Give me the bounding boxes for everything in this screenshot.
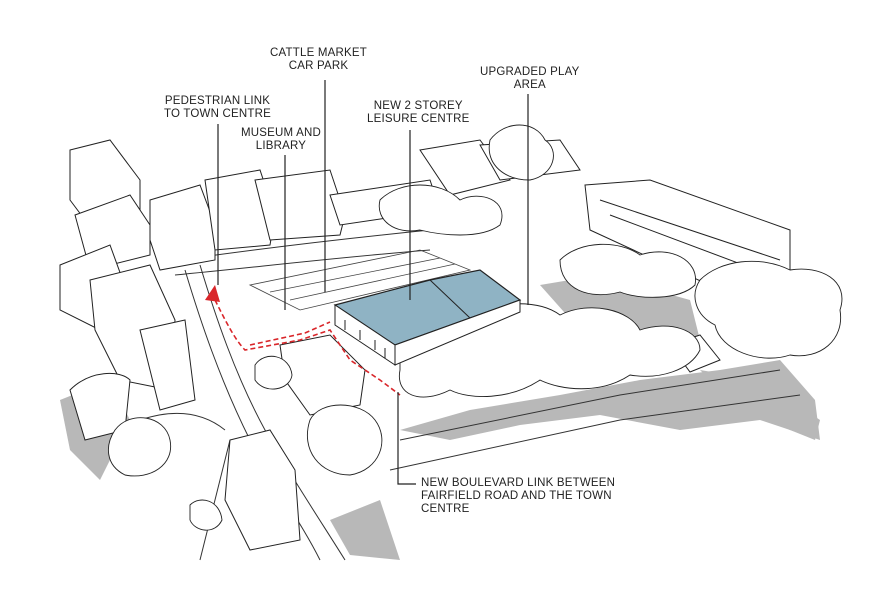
leisure-centre-label: NEW 2 STOREY LEISURE CENTRE <box>367 100 470 126</box>
label-line: CENTRE <box>421 503 470 515</box>
buildings <box>59 139 791 551</box>
label-line: UPGRADED PLAY <box>480 66 580 78</box>
label-line: FAIRFIELD ROAD AND THE TOWN <box>421 490 612 502</box>
label-line: LIBRARY <box>255 140 307 152</box>
label-line: LEISURE CENTRE <box>367 113 470 125</box>
label-line: NEW BOULEVARD LINK BETWEEN <box>421 477 616 489</box>
label-line: AREA <box>513 79 546 91</box>
boulevard-label: NEW BOULEVARD LINK BETWEEN FAIRFIELD ROA… <box>421 477 615 516</box>
leader-lines <box>217 80 529 485</box>
pedestrian-link-label: PEDESTRIAN LINK TO TOWN CENTRE <box>164 95 271 121</box>
play-area-label: UPGRADED PLAY AREA <box>480 66 580 92</box>
car-park <box>248 249 472 311</box>
route-arrow-icon <box>205 285 220 302</box>
label-line: TO TOWN CENTRE <box>164 108 271 120</box>
label-line: CATTLE MARKET <box>270 47 367 59</box>
museum-label: MUSEUM AND LIBRARY <box>241 127 321 153</box>
roads <box>139 229 801 561</box>
label-line: PEDESTRIAN LINK <box>164 95 271 107</box>
car-park-label: CATTLE MARKET CAR PARK <box>270 47 367 73</box>
pedestrian-route <box>205 285 401 396</box>
label-line: NEW 2 STOREY <box>373 100 463 112</box>
label-line: CAR PARK <box>288 60 349 72</box>
label-line: MUSEUM AND <box>241 127 321 139</box>
leisure-centre <box>333 269 522 366</box>
